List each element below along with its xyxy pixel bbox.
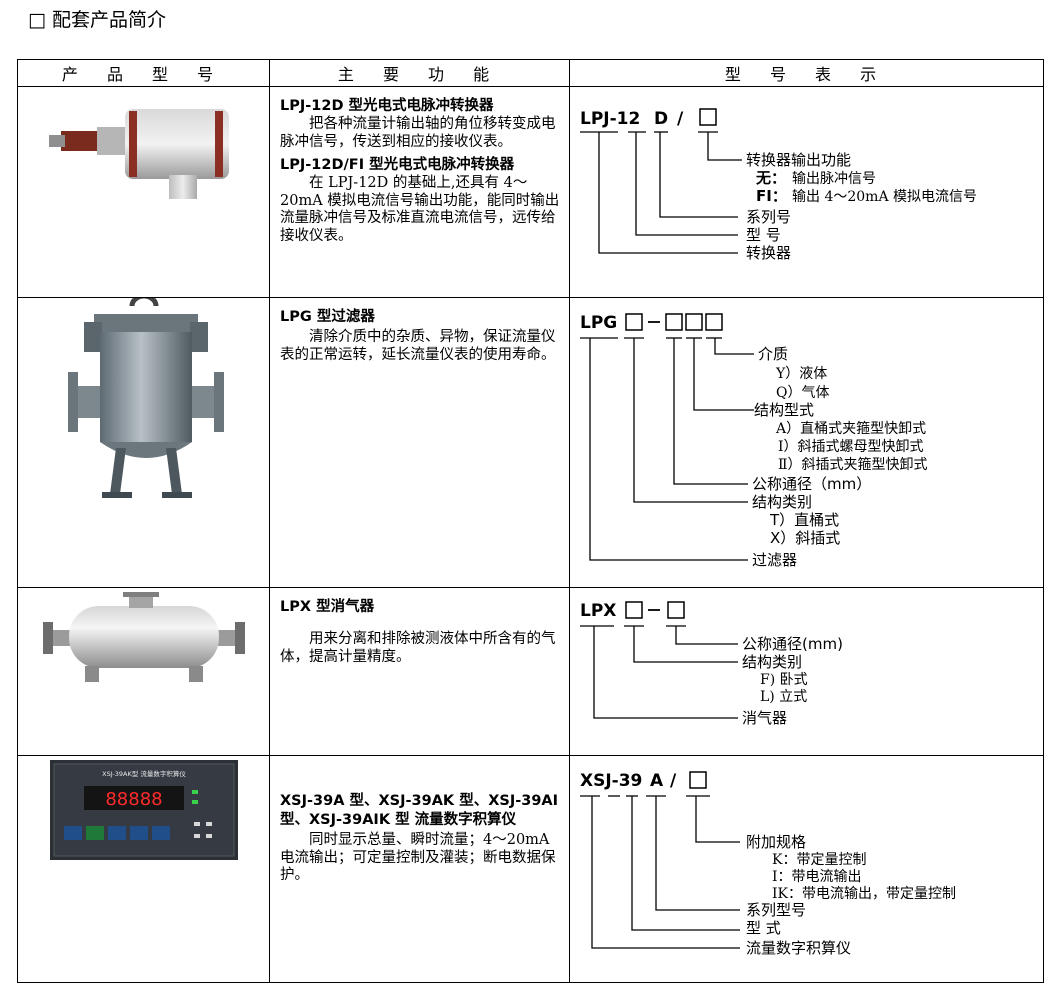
designation-cell: LPG 介质 Y）液体	[569, 297, 1044, 588]
header-main-function: 主 要 功 能	[269, 59, 570, 87]
desc-text: 同时显示总量、瞬时流量；4～20mA 电流输出；可定量控制及灌装；断电数据保护。	[280, 832, 556, 883]
designation-diagram-lpj: LPJ-12 D / 转换器输出功能 无： 输出脉冲信号 FI：	[580, 108, 977, 262]
label-nominal-diameter: 公称通径(mm)	[742, 635, 843, 653]
label-filter: 过滤器	[752, 551, 797, 569]
code-box	[699, 108, 717, 126]
code-text: LPX	[580, 601, 616, 621]
air-eliminator-photo	[42, 592, 245, 682]
desc-title: LPX 型消气器	[280, 599, 375, 615]
label-additional-spec: 附加规格	[746, 833, 806, 851]
label-structure-category: 结构类别	[752, 493, 812, 511]
device-panel-title: XSJ-39AK型 流量数字积算仪	[102, 769, 186, 778]
function-cell: XSJ-39A 型、XSJ-39AK 型、XSJ-39AI 型、XSJ-39AI…	[269, 755, 570, 983]
designation-cell: LPX 公称通径(mm) 结构类别 F) 卧式 L) 立式 消气器	[569, 587, 1044, 756]
label-option: L) 立式	[760, 689, 807, 705]
designation-diagram-lpg: LPG 介质 Y）液体	[580, 313, 928, 569]
code-text: /	[670, 771, 677, 791]
label-flow-totalizer: 流量数字积算仪	[746, 939, 851, 957]
code-text: /	[677, 109, 684, 129]
label-value: 输出 4～20mA 模拟电流信号	[792, 189, 977, 205]
label-option: X）斜插式	[770, 529, 840, 547]
code-box	[625, 601, 643, 619]
label-structure-category: 结构类别	[742, 653, 802, 671]
table-row: LPG 型过滤器 清除介质中的杂质、异物，保证流量仪表的正常运转，延长流量仪表的…	[17, 293, 1044, 588]
label-option: K：带定量控制	[772, 852, 866, 868]
label-option: Ⅱ）斜插式夹箍型快卸式	[778, 456, 928, 473]
device-display: 88888	[105, 789, 162, 810]
desc-title: LPJ-12D 型光电式电脉冲转换器	[280, 98, 494, 114]
header-model-designation: 型 号 表 示	[569, 59, 1044, 87]
desc-text: 清除介质中的杂质、异物，保证流量仪表的正常运转，延长流量仪表的使用寿命。	[280, 329, 556, 363]
product-image-converter	[17, 86, 270, 298]
code-text: D	[654, 109, 668, 129]
desc-text: 在 LPJ-12D 的基础上,还具有 4～20mA 模拟电流信号输出功能，能同时…	[280, 175, 560, 244]
page-title: □ 配套产品简介	[28, 9, 166, 31]
label-option: Q）气体	[776, 385, 829, 401]
label-option: I：带电流输出	[772, 869, 862, 885]
table-row: LPX 型消气器 用来分离和排除被测液体中所含有的气体，提高计量精度。 LPX …	[17, 587, 1044, 756]
desc-text: 用来分离和排除被测液体中所含有的气体，提高计量精度。	[280, 631, 556, 665]
product-image-totalizer: XSJ-39AK型 流量数字积算仪 88888	[17, 755, 270, 983]
label-option: Ⅰ）斜插式螺母型快卸式	[778, 439, 924, 455]
totalizer-photo: XSJ-39AK型 流量数字积算仪 88888	[49, 760, 238, 860]
code-box	[667, 601, 685, 619]
label-option: Y）液体	[775, 366, 827, 382]
designation-diagram-xsj: XSJ-39 A / 附加规格 K：带定量控制 I：带电流输出	[580, 771, 956, 957]
label-value: 输出脉冲信号	[792, 171, 876, 187]
table-row: XSJ-39AK型 流量数字积算仪 88888 XSJ-39A 型、XSJ-39…	[17, 755, 1044, 983]
label-structure-form: 结构型式	[754, 401, 814, 419]
designation-cell: LPJ-12 D / 转换器输出功能 无： 输出脉冲信号 FI：	[569, 86, 1044, 298]
desc-title: LPJ-12D/FI 型光电式电脉冲转换器	[280, 157, 515, 173]
desc-title: LPG 型过滤器	[280, 309, 375, 325]
function-cell: LPG 型过滤器 清除介质中的杂质、异物，保证流量仪表的正常运转，延长流量仪表的…	[269, 297, 570, 588]
product-image-air-eliminator	[17, 587, 270, 756]
code-text: LPG	[580, 313, 617, 333]
label-air-eliminator: 消气器	[742, 709, 787, 727]
table-row: LPJ-12D 型光电式电脉冲转换器 把各种流量计输出轴的角位移转变成电脉冲信号…	[17, 86, 1044, 298]
code-box	[685, 313, 703, 331]
desc-title: XSJ-39A 型、XSJ-39AK 型、XSJ-39AI 型、XSJ-39AI…	[280, 793, 559, 828]
header-product-model: 产 品 型 号	[17, 59, 270, 87]
label-output-function: 转换器输出功能	[746, 151, 851, 169]
label-model: 型 号	[746, 226, 781, 244]
label-converter: 转换器	[746, 244, 791, 262]
code-text: XSJ-39	[580, 771, 642, 791]
product-table: 产 品 型 号 主 要 功 能 型 号 表 示	[17, 59, 1044, 983]
label-key: FI：	[756, 187, 787, 205]
filter-photo	[67, 293, 224, 498]
designation-cell: XSJ-39 A / 附加规格 K：带定量控制 I：带电流输出	[569, 755, 1044, 983]
code-box	[625, 313, 643, 331]
label-option: T）直桶式	[769, 511, 839, 529]
label-series-model: 系列型号	[746, 901, 806, 919]
label-option: A）直桶式夹箍型快卸式	[775, 420, 926, 437]
label-medium: 介质	[758, 345, 788, 363]
product-image-filter	[17, 293, 270, 588]
code-box	[705, 313, 723, 331]
label-series: 系列号	[746, 208, 791, 226]
designation-diagram-lpx: LPX 公称通径(mm) 结构类别 F) 卧式 L) 立式 消气器	[580, 601, 843, 727]
code-box	[689, 771, 707, 789]
converter-photo	[48, 109, 229, 199]
label-option: IK：带电流输出，带定量控制	[772, 886, 956, 902]
code-text: LPJ-12	[580, 109, 640, 129]
label-nominal-diameter: 公称通径（mm）	[752, 475, 871, 493]
function-cell: LPX 型消气器 用来分离和排除被测液体中所含有的气体，提高计量精度。	[269, 587, 570, 756]
label-key: 无：	[755, 169, 786, 187]
code-box	[665, 313, 683, 331]
desc-text: 把各种流量计输出轴的角位移转变成电脉冲信号，传送到相应的接收仪表。	[280, 116, 556, 150]
code-text: A	[650, 771, 664, 791]
label-model-type: 型 式	[746, 919, 781, 937]
label-option: F) 卧式	[760, 672, 808, 688]
table-header-row: 产 品 型 号 主 要 功 能 型 号 表 示	[17, 59, 1044, 87]
function-cell: LPJ-12D 型光电式电脉冲转换器 把各种流量计输出轴的角位移转变成电脉冲信号…	[269, 86, 570, 298]
